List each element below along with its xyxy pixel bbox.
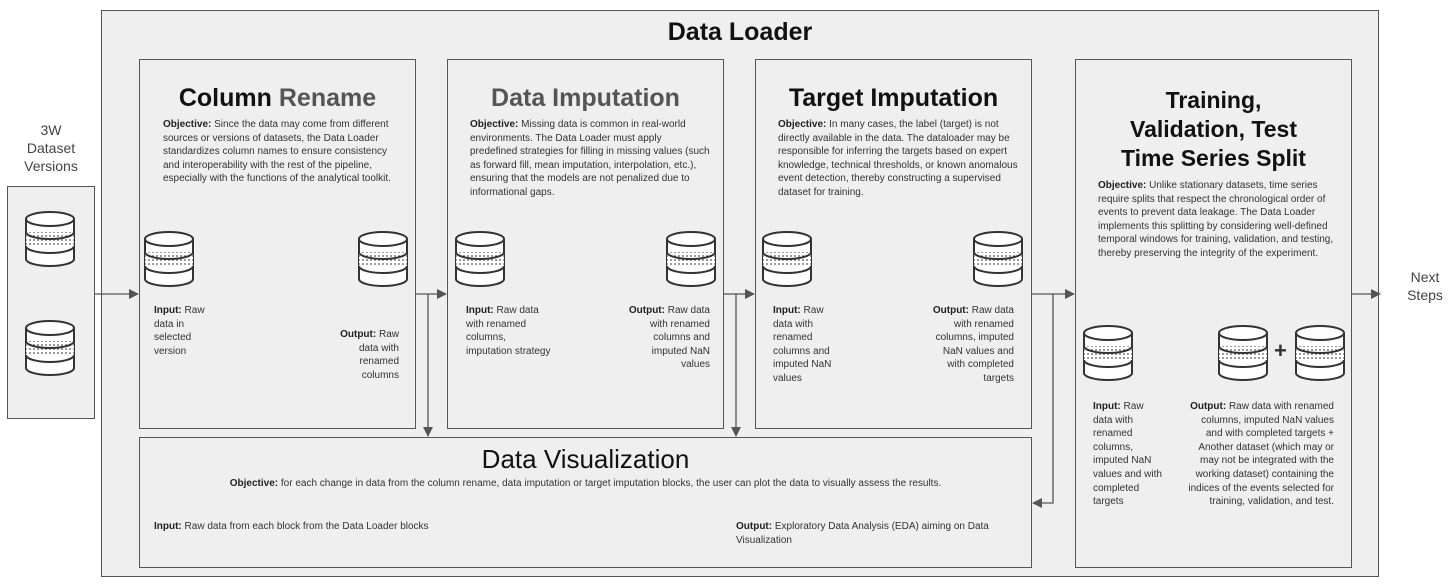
database-icon <box>143 230 195 288</box>
visualization-input: Input: Raw data from each block from the… <box>154 521 429 532</box>
split-input: Input: Raw data with renamed columns, im… <box>1093 401 1162 508</box>
visualization-title: Data Visualization <box>481 444 690 474</box>
split-objective: Objective: Unlike stationary datasets, t… <box>1098 180 1334 259</box>
database-icon <box>357 230 409 288</box>
column-rename-input: Input: Raw data in selected version <box>154 305 205 357</box>
column-rename-objective: Objective: Since the data may come from … <box>163 119 391 185</box>
next-steps-label: Next Steps <box>1407 269 1443 303</box>
visualization-objective: Objective: for each change in data from … <box>229 478 942 489</box>
database-icon <box>665 230 717 288</box>
database-icon <box>1294 324 1346 382</box>
target-imputation-output: Output: Raw data with renamed columns, i… <box>932 305 1014 384</box>
database-icon <box>24 319 76 377</box>
plus-sign: + <box>1274 338 1287 363</box>
database-icon <box>454 230 506 288</box>
datasets-label: 3W Dataset Versions <box>24 122 78 174</box>
column-rename-title: Column Rename <box>178 84 377 112</box>
visualization-block <box>139 437 1032 568</box>
split-output: Output: Raw data with renamed columns, i… <box>1188 401 1334 508</box>
visualization-output: Output: Exploratory Data Analysis (EDA) … <box>736 521 989 546</box>
split-block <box>1075 59 1352 568</box>
target-imputation-title: Target Imputation <box>788 84 999 112</box>
data-loader-title: Data Loader <box>667 18 813 46</box>
database-icon <box>972 230 1024 288</box>
data-imputation-output: Output: Raw data with renamed columns an… <box>628 305 710 371</box>
target-imputation-objective: Objective: In many cases, the label (tar… <box>778 119 1018 198</box>
database-icon <box>1082 324 1134 382</box>
data-imputation-objective: Objective: Missing data is common in rea… <box>470 119 710 198</box>
database-icon <box>24 210 76 268</box>
data-imputation-input: Input: Raw data with renamed columns, im… <box>466 305 551 357</box>
split-title: Training, Validation, Test Time Series S… <box>1121 87 1306 171</box>
database-icon <box>761 230 813 288</box>
data-imputation-title: Data Imputation <box>491 84 680 112</box>
column-rename-output: Output: Raw data with renamed columns <box>340 329 399 381</box>
database-icon <box>1217 324 1269 382</box>
target-imputation-input: Input: Raw data with renamed columns and… <box>773 305 832 384</box>
